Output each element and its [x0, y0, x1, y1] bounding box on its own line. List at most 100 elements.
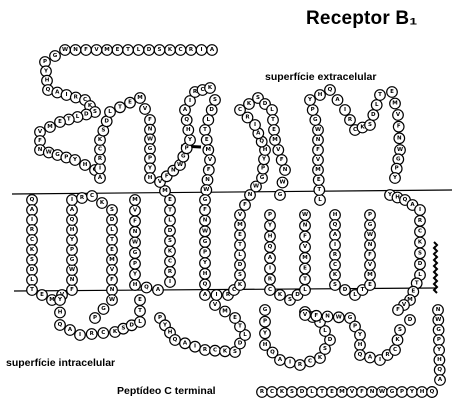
residue-glyph: D [408, 317, 413, 323]
residue-glyph: C [101, 330, 105, 336]
residue-glyph: T [118, 104, 122, 110]
residue-glyph: P [268, 212, 272, 218]
residue-glyph: H [70, 227, 75, 233]
residue-glyph: G [263, 307, 268, 313]
residue-glyph: E [205, 137, 209, 143]
residue-glyph: P [437, 337, 441, 343]
residue-glyph: L [207, 117, 211, 123]
residue-glyph: V [143, 106, 148, 112]
residue-glyph: C [90, 193, 94, 199]
residue-glyph: F [303, 233, 307, 239]
residue-glyph: K [168, 248, 173, 254]
residue-glyph: H [437, 357, 442, 363]
residue-glyph: Q [144, 285, 149, 291]
residue-glyph: P [261, 166, 265, 172]
residue-glyph: E [303, 266, 307, 272]
residue-glyph: S [233, 349, 237, 355]
residue-glyph: T [30, 287, 34, 293]
residue-glyph: P [185, 145, 189, 151]
residue-glyph: F [396, 307, 400, 313]
residue-glyph: H [168, 330, 173, 336]
residue-glyph: E [128, 100, 132, 106]
residue-glyph: W [279, 180, 285, 186]
residue-glyph: A [268, 255, 273, 261]
residue-glyph: L [375, 102, 379, 108]
residue-glyph: W [202, 228, 208, 234]
residue-glyph: S [288, 297, 292, 303]
residue-glyph: F [110, 277, 114, 283]
residue-glyph: D [418, 261, 423, 267]
residue-glyph: V [303, 244, 308, 250]
residue-glyph: G [55, 152, 60, 158]
residue-glyph: L [110, 227, 114, 233]
residue-glyph: M [339, 389, 344, 395]
residue-glyph: G [436, 327, 441, 333]
residue-glyph: W [203, 187, 209, 193]
residue-glyph: I [334, 242, 336, 248]
residue-glyph: K [168, 47, 173, 53]
residue-glyph: C [308, 359, 312, 365]
residue-glyph: Q [173, 337, 178, 343]
residue-glyph: P [395, 166, 399, 172]
residue-glyph: G [390, 389, 395, 395]
residue-glyph: I [200, 47, 202, 53]
residue-glyph: W [147, 136, 153, 142]
residue-glyph: I [215, 292, 217, 298]
residue-glyph: M [104, 47, 109, 53]
residue-glyph: S [121, 326, 125, 332]
residue-glyph: M [367, 272, 372, 278]
residue-glyph: C [353, 127, 357, 133]
residue-glyph: F [165, 173, 169, 179]
residue-glyph: G [313, 117, 318, 123]
residue-glyph: I [189, 98, 191, 104]
residue-glyph: E [330, 389, 334, 395]
residue-glyph: F [360, 389, 364, 395]
residue-glyph: T [320, 389, 324, 395]
residue-glyph: N [171, 168, 176, 174]
residue-glyph: M [206, 147, 211, 153]
residue-glyph: L [303, 287, 307, 293]
residue-glyph: W [109, 297, 115, 303]
residue-glyph: W [315, 127, 321, 133]
residue-glyph: V [368, 262, 373, 268]
residue-glyph: P [148, 156, 152, 162]
residue-glyph: V [276, 147, 281, 153]
residue-glyph: D [147, 47, 152, 53]
residue-glyph: D [30, 267, 35, 273]
residue-glyph: M [49, 297, 54, 303]
residue-glyph: G [260, 175, 265, 181]
residue-glyph: H [333, 212, 338, 218]
residue-glyph: C [98, 147, 102, 153]
residue-glyph: T [415, 280, 419, 286]
residue-glyph: N [248, 192, 253, 198]
residue-glyph: E [238, 232, 242, 238]
residue-glyph: V [303, 312, 308, 318]
residue-glyph: K [113, 329, 118, 335]
residue-glyph: F [148, 117, 152, 123]
residue-chain: AIRCKSDLTEMVFNWGPYHQAIRCKSDLTEMVFNWGPYHQ… [27, 45, 446, 398]
residue-glyph: A [98, 175, 103, 181]
diagram-title: Receptor B₁ [306, 8, 417, 30]
residue-glyph: N [73, 47, 78, 53]
residue-glyph: G [148, 146, 153, 152]
residue-glyph: I [289, 360, 291, 366]
residue-glyph: G [368, 222, 373, 228]
residue-glyph: M [132, 197, 137, 203]
residue-glyph: E [168, 197, 172, 203]
residue-glyph: N [325, 314, 330, 320]
residue-glyph: A [368, 355, 373, 361]
residue-glyph: F [207, 167, 211, 173]
residue-glyph: Q [46, 87, 51, 93]
residue-glyph: F [70, 287, 74, 293]
intracellular-label: superfície intracelular [6, 357, 115, 369]
residue-glyph: P [400, 389, 404, 395]
residue-glyph: K [280, 389, 285, 395]
residue-glyph: C [178, 47, 182, 53]
residue-glyph: I [169, 279, 171, 285]
residue-glyph: L [168, 218, 172, 224]
residue-glyph: V [94, 47, 99, 53]
residue-glyph: K [100, 200, 105, 206]
residue-glyph: H [58, 310, 63, 316]
palmitoyl-anchor [434, 242, 437, 293]
